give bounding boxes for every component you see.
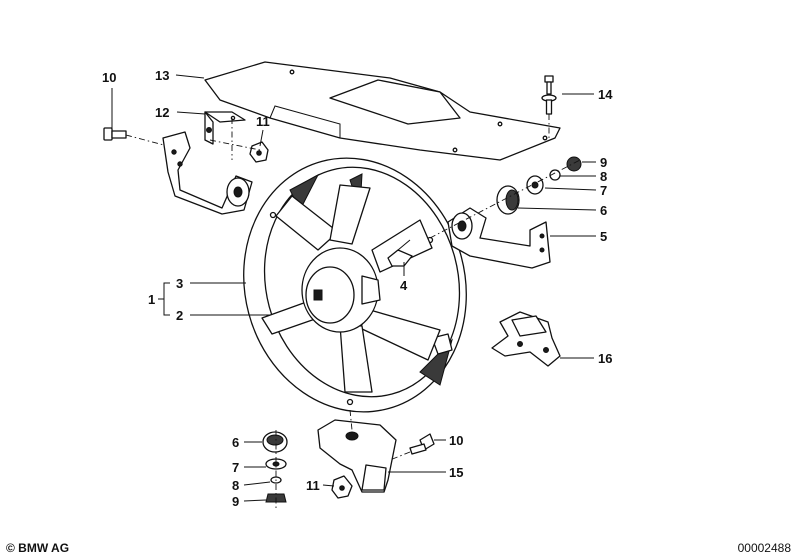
callout-11-lower: 11 bbox=[306, 478, 320, 493]
fan-motor bbox=[301, 247, 381, 333]
screw-part-14 bbox=[541, 75, 557, 140]
callout-6-lower: 6 bbox=[232, 435, 239, 450]
callout-9-upper: 9 bbox=[600, 155, 607, 170]
document-number: 00002488 bbox=[737, 541, 791, 555]
callout-3: 3 bbox=[176, 276, 183, 291]
callout-9-lower: 9 bbox=[232, 494, 239, 509]
callout-7-lower: 7 bbox=[232, 460, 239, 475]
callout-6-upper: 6 bbox=[600, 203, 607, 218]
callout-2: 2 bbox=[176, 308, 183, 323]
left-mounting-bracket bbox=[162, 131, 253, 215]
callout-labels: 10 13 12 11 14 9 8 7 6 5 4 1 3 2 16 6 7 … bbox=[102, 68, 613, 509]
bolt-lower bbox=[389, 433, 435, 461]
callout-13: 13 bbox=[155, 68, 169, 83]
callout-leaders bbox=[111, 74, 597, 502]
callout-16: 16 bbox=[598, 351, 612, 366]
callout-8-upper: 8 bbox=[600, 169, 607, 184]
relay-bracket-16 bbox=[491, 311, 561, 367]
callout-1: 1 bbox=[148, 292, 155, 307]
callout-12: 12 bbox=[155, 105, 169, 120]
clip-nut-lower bbox=[331, 475, 353, 499]
callout-8-lower: 8 bbox=[232, 478, 239, 493]
upper-rubber-mount-stack bbox=[429, 156, 582, 239]
callout-5: 5 bbox=[600, 229, 607, 244]
callout-7-upper: 7 bbox=[600, 183, 607, 198]
assembly-guide-lines bbox=[209, 118, 353, 431]
shroud-cover-plate bbox=[204, 61, 561, 161]
lower-bracket-15 bbox=[317, 419, 397, 493]
callout-15: 15 bbox=[449, 465, 463, 480]
callout-4: 4 bbox=[400, 278, 408, 293]
copyright-label: © BMW AG bbox=[6, 541, 70, 555]
upper-small-bracket bbox=[204, 111, 246, 145]
callout-14: 14 bbox=[598, 87, 613, 102]
lower-rubber-mount-stack bbox=[262, 430, 288, 510]
callout-10-upper: 10 bbox=[102, 70, 116, 85]
connector-part-4 bbox=[387, 239, 413, 267]
right-mounting-bracket bbox=[447, 207, 551, 269]
clip-nut-upper bbox=[249, 141, 269, 163]
callout-11-upper: 11 bbox=[256, 114, 270, 129]
callout-10-lower: 10 bbox=[449, 433, 463, 448]
